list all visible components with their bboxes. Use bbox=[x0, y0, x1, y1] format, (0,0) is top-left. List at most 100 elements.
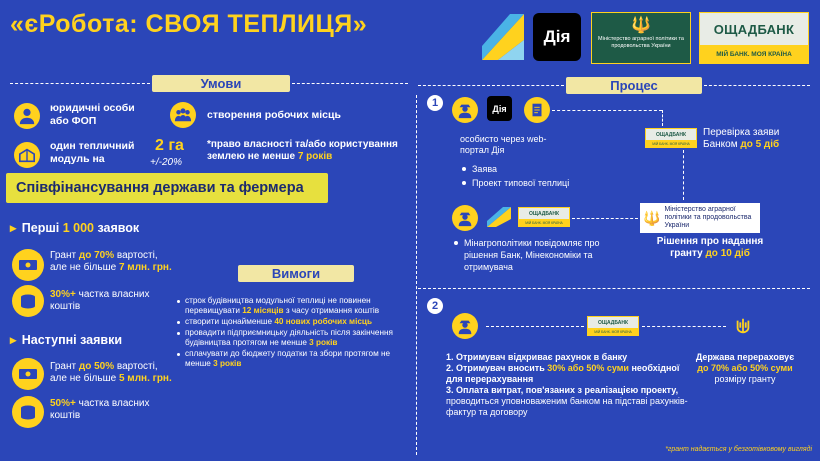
notify-item: Мінагрополітики повідомляє про рішення Б… bbox=[452, 237, 632, 273]
first-heading-prefix: Перші bbox=[21, 221, 60, 235]
bank-mini-name: ОЩАДБАНК bbox=[519, 208, 569, 220]
module-text: один тепличний модуль на bbox=[50, 140, 135, 165]
step2-item: 3. Оплата витрат, пов'язаних з реалізаці… bbox=[446, 385, 688, 417]
first-heading-count: 1 000 bbox=[62, 221, 94, 235]
grant-amount: 7 млн. грн. bbox=[118, 262, 172, 273]
footnote: *грант надається у безготівковому вигляд… bbox=[665, 446, 812, 453]
bank-mini-logo: ОЩАДБАНК МІЙ БАНК. МОЯ КРАЇНА bbox=[518, 207, 570, 227]
grant-prefix: Грант bbox=[50, 361, 77, 372]
next-grant: Грант до 50% вартості, але не більше 5 м… bbox=[50, 361, 200, 385]
grant-limit-prefix: але не більше bbox=[50, 262, 117, 273]
divider bbox=[704, 85, 810, 86]
step1-text: особисто через web-портал Дія bbox=[460, 134, 547, 155]
divider bbox=[10, 83, 150, 84]
bank-mini-slogan: МІЙ БАНК. МОЯ КРАЇНА bbox=[588, 328, 638, 335]
ministry-mini-text: Міністерство аграрної політики та продов… bbox=[664, 206, 752, 229]
grant-limit-prefix: але не більше bbox=[50, 373, 117, 384]
grant-suffix: вартості, bbox=[116, 250, 158, 261]
grant-percent: до 70% bbox=[78, 250, 115, 261]
grant-amount: 5 млн. грн. bbox=[118, 373, 172, 384]
legal-entities: юридичні особи або ФОП bbox=[50, 102, 135, 127]
state-line1: Держава перераховує bbox=[695, 352, 795, 362]
bank-logo-slogan: МІЙ БАНК. МОЯ КРАЇНА bbox=[700, 45, 808, 63]
step1-item: Заява bbox=[460, 162, 610, 176]
state-line3: розміру гранту bbox=[714, 374, 776, 384]
farmer-icon bbox=[452, 313, 478, 339]
diia-logo: Дія bbox=[533, 13, 581, 61]
oschadbank-logo: ОЩАДБАНК МІЙ БАНК. МОЯ КРАЇНА bbox=[699, 12, 809, 64]
flow-line bbox=[572, 218, 638, 219]
ministry-logo: 🔱 Міністерство аграрної політики та прод… bbox=[591, 12, 691, 64]
grant-percent: до 50% bbox=[78, 361, 115, 372]
notify-list: Мінагрополітики повідомляє про рішення Б… bbox=[452, 237, 632, 273]
document-icon bbox=[524, 97, 550, 123]
state-highlight: до 70% або 50% суми bbox=[697, 363, 793, 373]
bank-mini-logo: ОЩАДБАНК МІЙ БАНК. МОЯ КРАЇНА bbox=[587, 316, 639, 336]
bank-check-days: до 5 діб bbox=[740, 139, 780, 150]
team-icon bbox=[170, 102, 196, 128]
money-icon bbox=[12, 249, 44, 281]
first-heading-suffix: заявок bbox=[97, 221, 140, 235]
own-share-label: частка власних коштів bbox=[50, 398, 150, 421]
coins-icon bbox=[12, 396, 44, 428]
requirements-heading: Вимоги bbox=[238, 265, 354, 282]
next-own-share: 50%+ частка власних коштів bbox=[50, 398, 160, 422]
grant-prefix: Грант bbox=[50, 250, 77, 261]
bank-mini-logo: ОЩАДБАНК МІЙ БАНК. МОЯ КРАЇНА bbox=[645, 128, 697, 148]
trident-icon: 🔱 bbox=[643, 209, 661, 226]
first-applications-heading: ▸ Перші 1 000 заявок bbox=[10, 221, 140, 235]
trident-icon: 🔱 bbox=[631, 17, 651, 34]
coins-icon bbox=[12, 285, 44, 317]
bank-mini-name: ОЩАДБАНК bbox=[646, 129, 696, 141]
divider bbox=[292, 83, 408, 84]
requirement-item: сплачувати до бюджету податки та збори п… bbox=[176, 349, 416, 369]
decision-line1: Рішення про надання bbox=[656, 236, 764, 247]
decision-prefix: гранту bbox=[670, 248, 703, 259]
step1-list: Заява Проект типової теплиці bbox=[460, 162, 610, 190]
step2-list: 1. Отримувач відкриває рахунок в банку 2… bbox=[446, 352, 696, 418]
bank-mini-slogan: МІЙ БАНК. МОЯ КРАЇНА bbox=[519, 219, 569, 226]
first-grant: Грант до 70% вартості, але не більше 7 м… bbox=[50, 250, 200, 274]
bank-mini-slogan: МІЙ БАНК. МОЯ КРАЇНА bbox=[646, 140, 696, 147]
diia-app-icon: Дія bbox=[487, 96, 512, 121]
step-1-badge: 1 bbox=[427, 95, 443, 111]
requirements-list: строк будівництва модульної теплиці не п… bbox=[176, 296, 416, 370]
grant-suffix: вартості, bbox=[116, 361, 158, 372]
own-share-label: частка власних коштів bbox=[50, 289, 150, 312]
flow-line bbox=[642, 326, 726, 327]
requirement-item: провадити підприємницьку діяльність післ… bbox=[176, 328, 416, 348]
requirement-item: створити щонайменше 40 нових робочих міс… bbox=[176, 317, 416, 327]
process-heading: Процес bbox=[566, 77, 702, 94]
flow-line bbox=[486, 326, 584, 327]
flow-line bbox=[683, 150, 684, 200]
ministry-mini-logo: 🔱 Міністерство аграрної політики та прод… bbox=[640, 203, 760, 233]
conditions-heading: Умови bbox=[152, 75, 290, 92]
step1-item: Проект типової теплиці bbox=[460, 176, 610, 190]
greenhouse-icon bbox=[14, 142, 40, 168]
next-applications-heading: ▸ Наступні заявки bbox=[10, 333, 123, 347]
first-own-share: 30%+ частка власних коштів bbox=[50, 289, 160, 313]
own-share-value: 30%+ bbox=[50, 289, 76, 300]
bank-logo-name: ОЩАДБАНК bbox=[700, 13, 808, 45]
bank-check-line1: Перевірка заяви bbox=[703, 127, 780, 138]
step-2-badge: 2 bbox=[427, 298, 443, 314]
money-icon bbox=[12, 358, 44, 390]
step-divider bbox=[418, 288, 810, 289]
trident-icon bbox=[730, 313, 756, 339]
own-share-value: 50%+ bbox=[50, 398, 76, 409]
ministry-logo-text: Міністерство аграрної політики та продов… bbox=[598, 36, 684, 49]
farmer-icon bbox=[452, 97, 478, 123]
next-heading: Наступні заявки bbox=[21, 333, 123, 347]
flow-line bbox=[662, 110, 663, 126]
bank-check: Перевірка заяви Банком до 5 діб bbox=[703, 127, 813, 151]
area-value: 2 га bbox=[155, 137, 184, 154]
ownership-years: 7 років bbox=[297, 151, 333, 162]
jobs-creation: створення робочих місць bbox=[207, 109, 341, 121]
erobota-logo bbox=[482, 14, 524, 60]
requirement-item: строк будівництва модульної теплиці не п… bbox=[176, 296, 416, 316]
bank-mini-name: ОЩАДБАНК bbox=[588, 317, 638, 329]
divider bbox=[418, 85, 564, 86]
column-divider bbox=[416, 95, 417, 455]
step2-item: 1. Отримувач відкриває рахунок в банку bbox=[446, 352, 628, 362]
farmer-icon bbox=[452, 205, 478, 231]
